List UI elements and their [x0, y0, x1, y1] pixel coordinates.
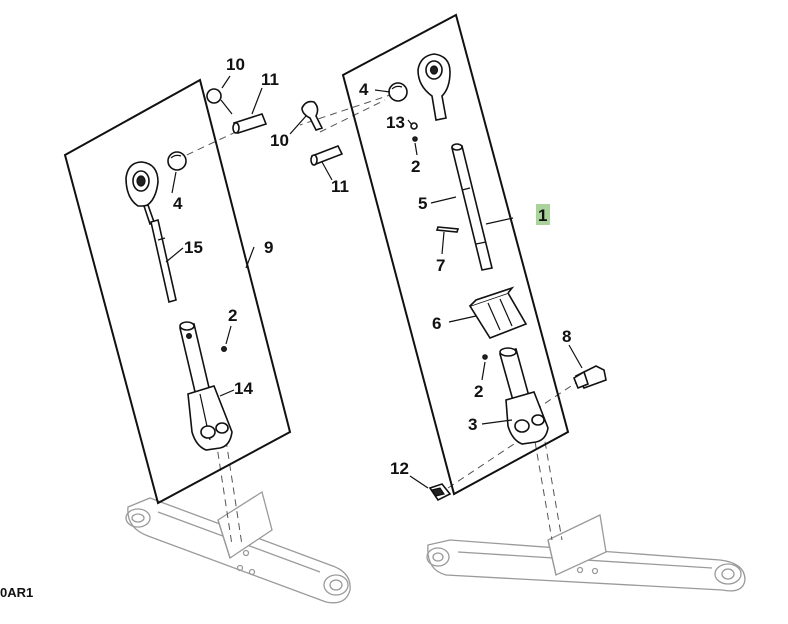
callout-13: 13	[386, 113, 405, 132]
clip-part-detail	[431, 487, 445, 497]
pin-right-upper	[412, 136, 418, 142]
callout-6: 6	[432, 314, 441, 333]
adjusting-tube-right	[482, 347, 549, 445]
right-assembly-panel	[341, 13, 570, 496]
reference-code: 0AR1	[0, 585, 33, 600]
callout-7: 7	[436, 256, 445, 275]
left-draft-arm	[125, 490, 351, 604]
ball-joint-left	[167, 151, 187, 171]
callout-1-highlight	[536, 204, 550, 225]
callout-2-right-lower: 2	[474, 382, 483, 401]
callout-10-upper: 10	[226, 55, 245, 74]
clevis-pin-a	[232, 113, 268, 134]
leader-lines	[165, 75, 583, 489]
callout-2-left: 2	[228, 306, 237, 325]
callout-11-lower: 11	[331, 177, 349, 196]
right-draft-arm	[426, 514, 746, 592]
ring-pin-a	[206, 88, 233, 115]
ball-joint-right	[388, 82, 408, 102]
grease-fitting	[410, 122, 418, 130]
callout-4-right: 4	[359, 80, 369, 99]
callout-15: 15	[184, 238, 203, 257]
callout-9: 9	[264, 238, 273, 257]
lock-block	[468, 286, 528, 339]
callout-14: 14	[234, 379, 253, 398]
callout-5: 5	[418, 194, 427, 213]
upper-link-rod-left	[125, 161, 177, 304]
bracket-part	[573, 365, 607, 390]
callout-1: 1	[538, 206, 547, 225]
eye-end-right	[417, 53, 451, 121]
left-assembly-panel	[63, 78, 292, 505]
adjusting-tube-left	[179, 321, 233, 451]
callout-11-upper: 11	[261, 70, 279, 89]
callout-3: 3	[468, 415, 477, 434]
ring-pin-b	[301, 100, 324, 131]
roll-pin	[435, 226, 460, 233]
clevis-pin-b	[310, 144, 344, 166]
callout-4-left: 4	[173, 194, 183, 213]
callout-10-lower: 10	[270, 131, 289, 150]
callout-2-right-upper: 2	[411, 157, 420, 176]
callout-8: 8	[562, 327, 571, 346]
callout-12: 12	[390, 459, 409, 478]
callouts: 1 10 11 10 11 4 15 9 2 14 4 13 2 5 7 6 8…	[173, 55, 571, 478]
threaded-rod-right	[451, 143, 493, 271]
